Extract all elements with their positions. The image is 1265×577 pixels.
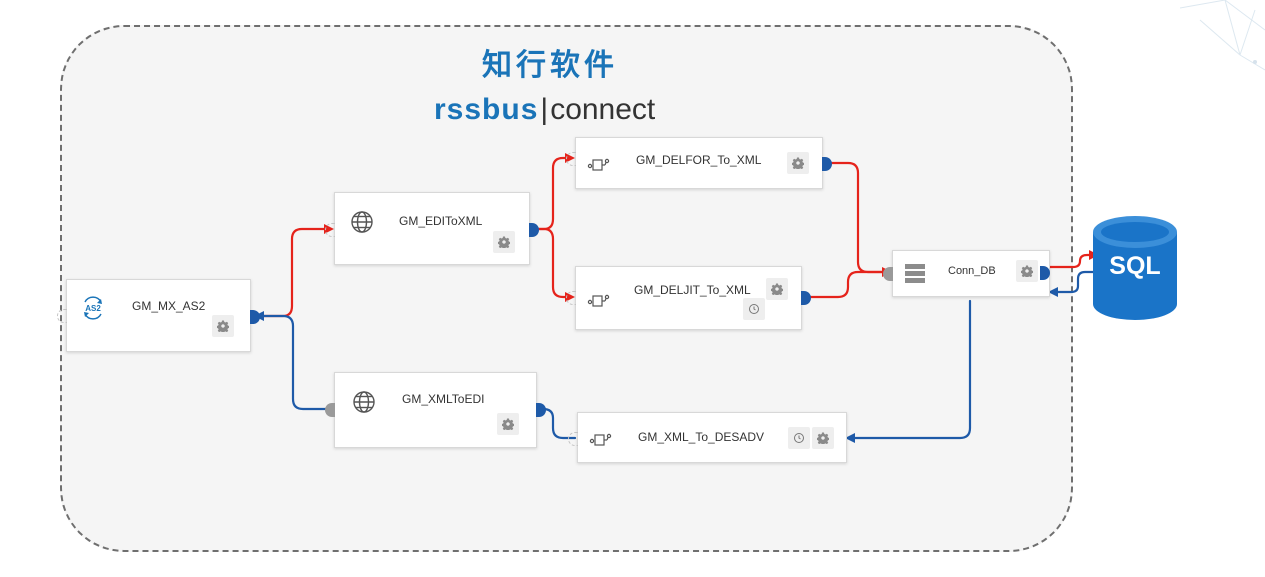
settings-button[interactable] xyxy=(497,413,519,435)
output-port[interactable] xyxy=(801,291,811,305)
wire-deljit-to-conndb xyxy=(802,270,886,299)
node-label: GM_MX_AS2 xyxy=(132,299,206,313)
as2-icon: AS2 xyxy=(81,296,105,320)
schedule-button[interactable] xyxy=(743,298,765,320)
input-port[interactable] xyxy=(566,291,576,305)
settings-button[interactable] xyxy=(212,315,234,337)
node-conn-db[interactable]: Conn_DB xyxy=(883,250,1050,297)
brand-logo: rssbus|connect xyxy=(434,88,684,132)
globe-icon xyxy=(350,210,374,234)
company-title: 知行软件 xyxy=(482,48,618,83)
brand-logo-connect: connect xyxy=(550,93,656,126)
node-gm-deljit-to-xml[interactable]: GM_DELJIT_To_XML xyxy=(566,266,811,330)
settings-button[interactable] xyxy=(1016,260,1038,282)
input-port[interactable] xyxy=(57,309,67,323)
wire-as2-to-editoxml xyxy=(250,227,328,318)
wire-conndb-to-desadv xyxy=(851,299,972,440)
node-gm-xml-to-desadv[interactable]: GM_XML_To_DESADV xyxy=(568,412,847,463)
database-cylinder-icon xyxy=(1093,216,1177,320)
gear-icon xyxy=(217,320,229,332)
node-label: GM_DELFOR_To_XML xyxy=(636,153,762,167)
brand-logo-separator: | xyxy=(540,93,549,126)
settings-button[interactable] xyxy=(812,427,834,449)
sql-label: SQL xyxy=(1109,252,1161,280)
clock-icon xyxy=(749,304,759,314)
wire-editoxml-to-delfor xyxy=(529,156,568,231)
gear-icon xyxy=(817,432,829,444)
output-port[interactable] xyxy=(1040,266,1050,280)
node-label: GM_XMLToEDI xyxy=(402,392,485,406)
output-port[interactable] xyxy=(529,223,539,237)
wire-as2-from-xmltoedi xyxy=(260,314,332,411)
arrow-into-desadv xyxy=(845,433,855,443)
node-label: GM_DELJIT_To_XML xyxy=(634,283,751,297)
gear-icon xyxy=(792,157,804,169)
xml-map-icon xyxy=(587,287,611,311)
input-port[interactable] xyxy=(325,403,335,417)
node-label: GM_EDIToXML xyxy=(399,214,483,228)
gear-icon xyxy=(502,418,514,430)
node-label: GM_XML_To_DESADV xyxy=(638,430,765,444)
brand-logo-rssbus: rssbus xyxy=(434,93,539,126)
xml-map-icon xyxy=(589,426,613,450)
wire-editoxml-to-deljit xyxy=(529,227,568,299)
as2-icon-text: AS2 xyxy=(85,304,101,313)
wire-sql-to-conndb xyxy=(1054,270,1097,294)
output-port[interactable] xyxy=(536,403,546,417)
database-stack-icon xyxy=(903,262,927,286)
gear-icon xyxy=(1021,265,1033,277)
input-port[interactable] xyxy=(566,152,576,166)
input-port[interactable] xyxy=(883,267,893,281)
output-port[interactable] xyxy=(822,157,832,171)
wire-delfor-to-conndb xyxy=(823,161,886,274)
clock-icon xyxy=(794,433,804,443)
node-gm-xmltoedi[interactable]: GM_XMLToEDI xyxy=(325,372,546,448)
input-port[interactable] xyxy=(568,432,578,446)
node-gm-editoxml[interactable]: GM_EDIToXML xyxy=(325,192,539,265)
network-decoration xyxy=(1180,0,1265,71)
node-label: Conn_DB xyxy=(948,265,996,277)
input-port[interactable] xyxy=(325,223,335,237)
schedule-button[interactable] xyxy=(788,427,810,449)
output-port[interactable] xyxy=(250,310,260,324)
arrow-into-conndb-return xyxy=(1048,287,1058,297)
gear-icon xyxy=(498,236,510,248)
xml-map-icon xyxy=(587,151,611,175)
wire-conndb-to-sql xyxy=(1048,253,1097,269)
settings-button[interactable] xyxy=(787,152,809,174)
settings-button[interactable] xyxy=(766,278,788,300)
globe-icon xyxy=(352,390,376,414)
gear-icon xyxy=(771,283,783,295)
node-gm-mx-as2[interactable]: AS2 GM_MX_AS2 xyxy=(57,279,260,352)
node-gm-delfor-to-xml[interactable]: GM_DELFOR_To_XML xyxy=(566,137,832,189)
wire-desadv-to-xmltoedi xyxy=(538,407,577,440)
settings-button[interactable] xyxy=(493,231,515,253)
